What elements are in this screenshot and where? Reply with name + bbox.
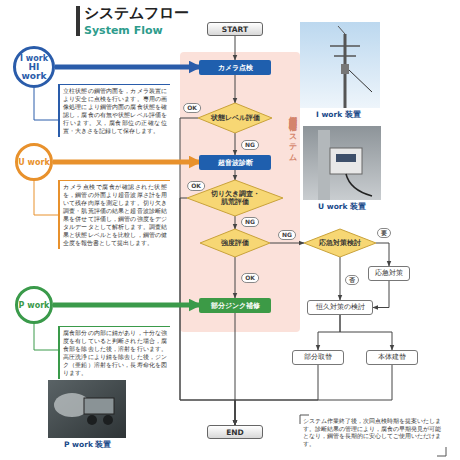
photo-caption: P work 装置 — [64, 440, 112, 450]
work-arrow — [55, 65, 199, 70]
description-text: 立柱状態の鋼管内面を，カメラ装置により安全に点検を行います。専用の画像処理により… — [63, 87, 167, 135]
node-label: 切り欠き調査・肌荒評価 — [210, 190, 260, 206]
node-label: 部分ジンク補修 — [211, 301, 260, 311]
process-box: 部分取替 — [292, 350, 344, 365]
edge-label: 要 — [377, 228, 391, 238]
node-label: 恒久対策の検討 — [316, 303, 365, 312]
leader-line — [34, 181, 58, 215]
description-box: 腐食部分の内部に錆があり，十分な強度を有していると判断された場合，腐食部を除去し… — [58, 326, 170, 379]
flow-connector — [235, 365, 318, 425]
title-bar — [76, 6, 80, 36]
description-box: 立柱状態の鋼管内面を，カメラ装置により安全に点検を行います。専用の画像処理により… — [58, 84, 170, 137]
edge-label: OK — [183, 103, 201, 113]
photo-caption: U work 装置 — [318, 202, 366, 212]
node-label: 状態レベル評価 — [211, 114, 260, 122]
process-box: 本体建替 — [366, 350, 418, 365]
node-label: P work — [19, 301, 50, 310]
decision-diamond: 応急対策検討 — [304, 229, 376, 257]
flow-connector — [376, 243, 389, 266]
node-label: HI work — [16, 63, 52, 81]
edge-label: NG — [278, 230, 296, 240]
system-band: 鋼管内面診断補修システム カメラ点検状態レベル評価超音波診断切り欠き調査・肌荒評価… — [180, 52, 300, 332]
process-box: 応急対策 — [368, 266, 410, 281]
p-work-photo — [48, 380, 126, 438]
process-box: カメラ点検 — [199, 60, 271, 75]
work-badge: U work — [15, 143, 53, 181]
flow-connector — [235, 365, 392, 425]
flow-connector — [373, 281, 389, 308]
node-label: U work — [18, 158, 49, 167]
node-label: 応急対策 — [375, 269, 403, 278]
edge-label: OK — [187, 181, 205, 191]
flow-connector — [318, 315, 340, 350]
photo-caption: I work 装置 — [316, 110, 361, 120]
leader-line — [34, 324, 58, 350]
decision-diamond: 状態レベル評価 — [198, 103, 272, 133]
flow-connector — [340, 257, 341, 300]
u-work-photo — [303, 126, 381, 200]
flow-connector — [340, 315, 392, 350]
process-box: 部分ジンク補修 — [199, 298, 271, 313]
terminal-box: END — [207, 425, 263, 439]
note-text: システム作業終了後，次回点検時期を提案いたします。診断結果の管理により，腐食の早… — [303, 418, 443, 448]
description-box: カメラ点検で腐食が確認された状態を，鋼管の外面より超音波厚さ計を用いて残存肉厚を… — [58, 180, 170, 249]
page-title: システムフロー — [84, 4, 189, 23]
decision-diamond: 強度評価 — [200, 229, 270, 257]
work-arrow — [53, 303, 199, 308]
i-work-photo — [300, 22, 380, 108]
leader-line — [34, 88, 58, 120]
node-label: START — [222, 25, 248, 34]
edge-label: NG — [241, 140, 259, 150]
node-label: 鋼管内面診断補修システム — [286, 110, 297, 158]
edge-label: 否 — [345, 275, 359, 285]
description-text: カメラ点検で腐食が確認された状態を，鋼管の外面より超音波厚さ計を用いて残存肉厚を… — [63, 183, 167, 247]
node-label: I work — [20, 54, 48, 63]
node-label: 本体建替 — [378, 353, 406, 362]
description-text: 腐食部分の内部に錆があり，十分な強度を有していると判断された場合，腐食部を除去し… — [63, 329, 167, 377]
node-label: 応急対策検討 — [319, 239, 361, 247]
node-label: カメラ点検 — [218, 63, 253, 73]
work-badge: I workHI work — [13, 46, 55, 88]
work-badge: P work — [15, 286, 53, 324]
subtitle: System Flow — [84, 24, 163, 37]
node-label: 超音波診断 — [218, 158, 253, 168]
node-label: 強度評価 — [221, 239, 249, 247]
work-arrow — [53, 160, 199, 165]
edge-label: NG — [241, 217, 259, 227]
node-label: END — [226, 428, 244, 437]
note-bracket — [437, 447, 446, 456]
process-box: 超音波診断 — [199, 155, 271, 170]
node-label: 部分取替 — [304, 353, 332, 362]
process-box: 恒久対策の検討 — [307, 300, 373, 315]
terminal-box: START — [207, 22, 263, 36]
edge-label: OK — [241, 273, 259, 283]
